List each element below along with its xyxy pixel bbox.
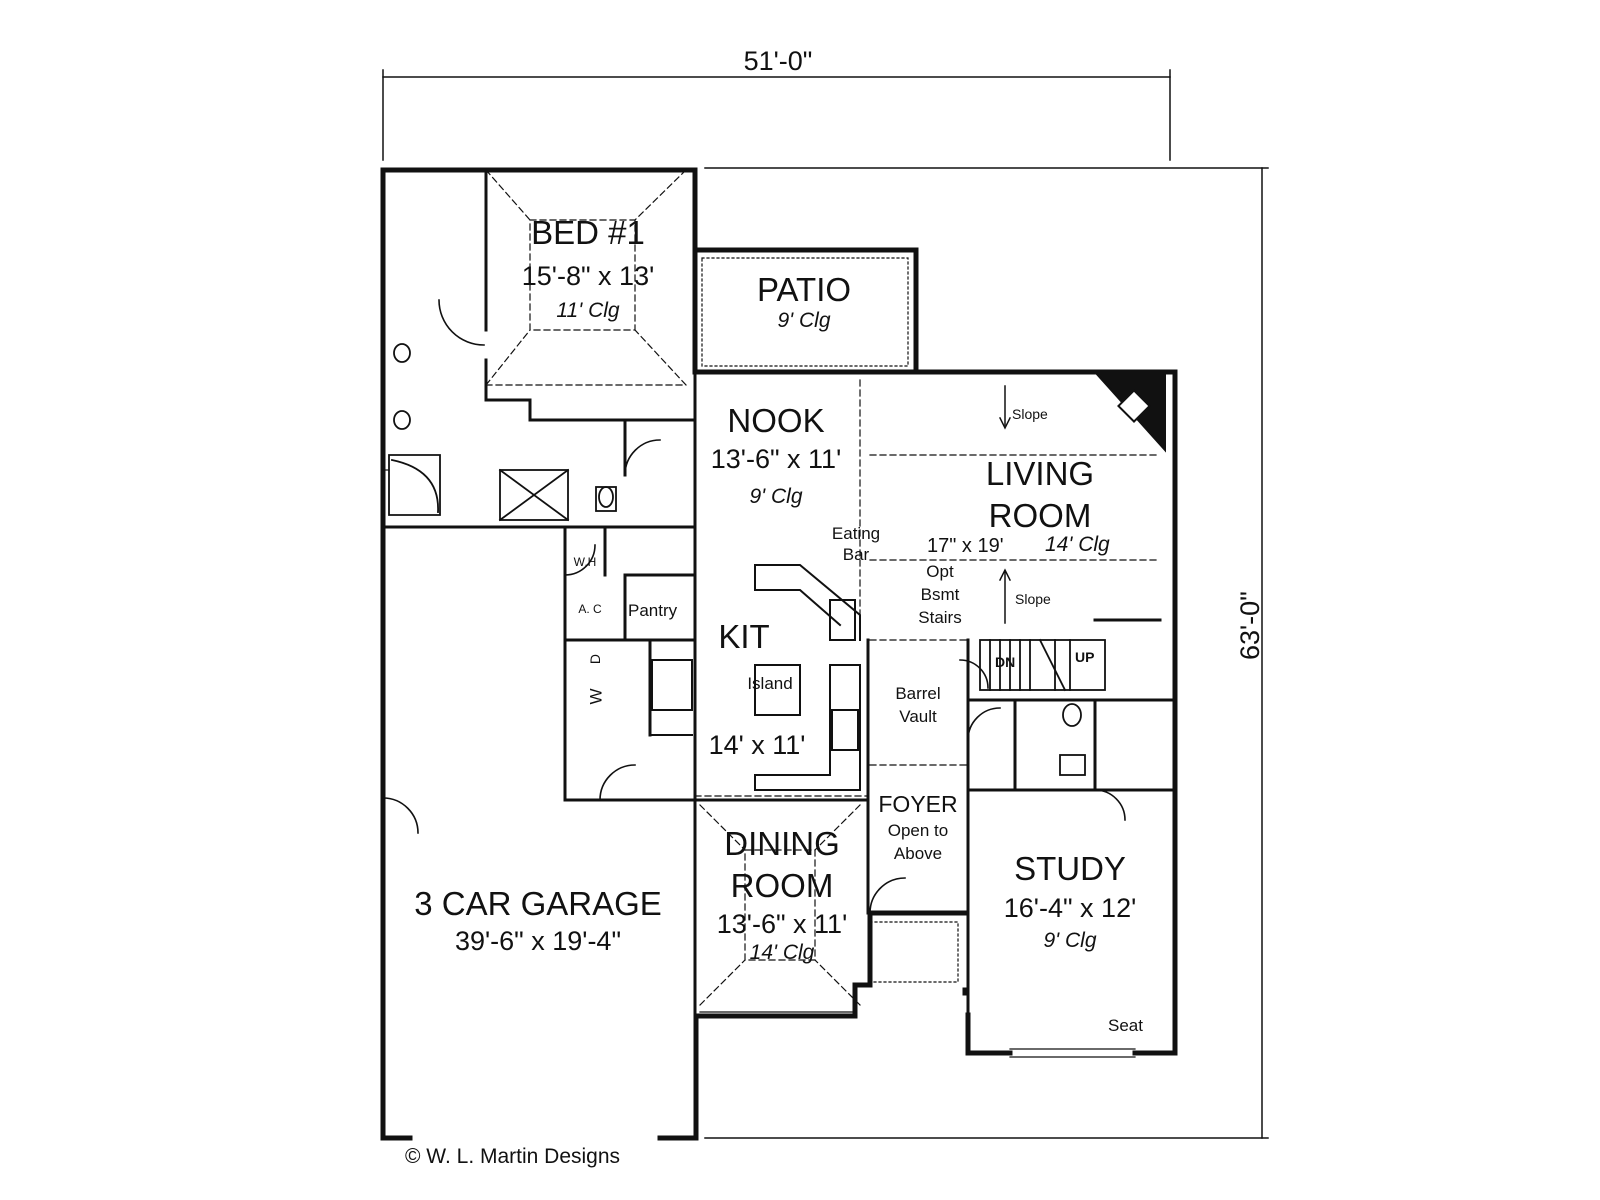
foyer-name: FOYER — [878, 791, 958, 817]
foyer-note-line1: Open to — [887, 821, 949, 840]
barrel-vault-line1: Barrel — [895, 684, 941, 703]
living-ceiling: 14' Clg — [1045, 533, 1110, 556]
stairs-down-label: DN — [995, 654, 1016, 670]
slope-note-bottom: Slope — [1015, 591, 1051, 607]
washer-label: W — [586, 688, 606, 705]
eating-bar-line2: Bar — [842, 545, 870, 564]
seat-label: Seat — [1108, 1016, 1143, 1035]
nook-size: 13'-6" x 11' — [710, 444, 842, 474]
ac-label: A. C — [578, 602, 602, 616]
fireplace — [1092, 371, 1166, 453]
nook-ceiling: 9' Clg — [749, 485, 803, 508]
dining-ceiling: 14' Clg — [749, 941, 815, 964]
kitchen-size: 14' x 11' — [708, 730, 806, 760]
living-name-line1: LIVING — [985, 455, 1095, 492]
eating-bar-line1: Eating — [831, 524, 881, 543]
dining-name-line1: DINING — [724, 825, 840, 862]
slope-note-top: Slope — [1012, 406, 1048, 422]
study-ceiling: 9' Clg — [1043, 929, 1097, 952]
bsmt-stairs-line1: Opt — [926, 562, 954, 581]
barrel-vault-line2: Vault — [899, 707, 937, 726]
ceiling-lines — [485, 169, 1161, 1006]
width-dimension-line — [382, 69, 1171, 161]
bsmt-stairs-line2: Bsmt — [920, 585, 960, 604]
garage-name: 3 CAR GARAGE — [414, 885, 662, 922]
stairs-up-label: UP — [1075, 649, 1095, 665]
stairs — [979, 638, 1106, 692]
bsmt-stairs-line3: Stairs — [918, 608, 962, 627]
overall-width-label: 51'-0" — [743, 46, 813, 76]
bed1-ceiling: 11' Clg — [556, 299, 620, 322]
kitchen-counters — [649, 564, 861, 791]
study-name: STUDY — [1014, 850, 1126, 887]
exterior-walls — [380, 167, 1178, 1141]
bed1-name: BED #1 — [531, 214, 645, 251]
slope-arrows — [998, 385, 1012, 624]
door-swings — [382, 299, 1126, 914]
pantry-label: Pantry — [628, 601, 678, 620]
foyer-note-line2: Above — [893, 844, 943, 863]
kitchen-island-label: Island — [747, 674, 793, 693]
bed1-size: 15'-8" x 13' — [521, 261, 655, 291]
bath-fixtures — [388, 343, 1086, 776]
water-heater-label: W.H — [573, 555, 597, 569]
windows — [382, 469, 1136, 1058]
living-name-line2: ROOM — [988, 497, 1092, 534]
dining-size: 13'-6" x 11' — [716, 909, 848, 939]
copyright-label: © W. L. Martin Designs — [405, 1145, 621, 1168]
patio-outline — [701, 257, 959, 983]
garage-size: 39'-6" x 19'-4" — [454, 926, 622, 956]
depth-dimension-line — [704, 167, 1269, 1139]
study-size: 16'-4" x 12' — [1003, 893, 1137, 923]
dining-name-line2: ROOM — [730, 867, 834, 904]
patio-name: PATIO — [756, 271, 852, 308]
kitchen-name: KIT — [718, 618, 770, 655]
living-size: 17" x 19' — [927, 535, 1004, 557]
dryer-label: D — [587, 653, 604, 665]
patio-ceiling: 9' Clg — [777, 309, 831, 332]
overall-depth-label: 63'-0" — [1235, 591, 1265, 660]
nook-name: NOOK — [727, 402, 825, 439]
